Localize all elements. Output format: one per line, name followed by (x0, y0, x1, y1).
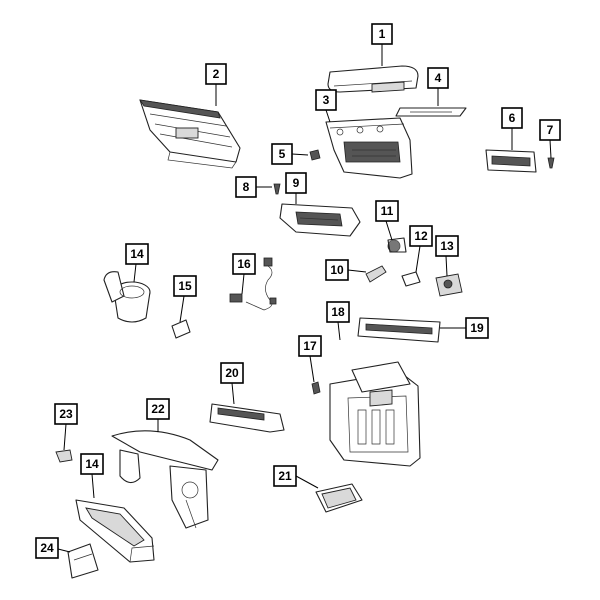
part-10-usb-port (365, 265, 387, 283)
part-17-clip (311, 381, 321, 395)
callout-14a: 14 (125, 243, 149, 265)
callout-6-label: 6 (509, 111, 516, 125)
callout-2-label: 2 (213, 67, 220, 81)
callout-8-label: 8 (243, 180, 250, 194)
callout-23-label: 23 (59, 407, 73, 421)
callout-20: 20 (220, 362, 244, 384)
callout-5-label: 5 (279, 147, 286, 161)
part-23-clip (55, 449, 73, 463)
callout-12-label: 12 (414, 229, 428, 243)
part-6-switch-bezel (485, 149, 537, 173)
callout-13: 13 (435, 235, 459, 257)
callout-23: 23 (54, 403, 78, 425)
callout-17: 17 (298, 335, 322, 357)
leader-lines (57, 44, 552, 553)
part-22-console-side (111, 430, 219, 529)
part-14-storage-tray (75, 499, 155, 563)
part-21-pad (315, 483, 363, 513)
callout-14b-label: 14 (85, 457, 99, 471)
callout-1-label: 1 (379, 27, 386, 41)
callout-22: 22 (146, 398, 170, 420)
callout-22-label: 22 (151, 402, 165, 416)
callout-15-label: 15 (178, 279, 192, 293)
callout-11: 11 (375, 200, 399, 222)
part-20-switch-panel (209, 403, 285, 433)
part-8-screw (273, 183, 281, 195)
part-16-wiring-harness (229, 257, 277, 311)
callout-21: 21 (273, 465, 297, 487)
callout-2: 2 (205, 63, 227, 85)
callout-4-label: 4 (435, 71, 442, 85)
callout-6: 6 (501, 107, 523, 129)
callout-9: 9 (285, 172, 307, 194)
callout-16-label: 16 (237, 257, 251, 271)
callout-16: 16 (232, 253, 256, 275)
callout-10: 10 (325, 259, 349, 281)
part-18-rear-console (329, 361, 421, 467)
part-24-bracket (67, 543, 99, 579)
callout-13-label: 13 (440, 239, 454, 253)
callout-10-label: 10 (330, 263, 344, 277)
callout-11-label: 11 (381, 204, 394, 218)
callout-8: 8 (235, 176, 257, 198)
part-19-rear-trim (357, 317, 441, 343)
callout-14a-label: 14 (130, 247, 144, 261)
callout-7-label: 7 (547, 123, 554, 137)
part-15-socket (171, 319, 191, 339)
callout-24-label: 24 (40, 541, 54, 555)
callout-24: 24 (35, 537, 59, 559)
callout-18: 18 (326, 301, 350, 323)
callout-19-label: 19 (470, 321, 484, 335)
callout-5: 5 (271, 143, 293, 165)
part-14-cupholder-insert (103, 271, 151, 323)
part-13-outlet-module (435, 273, 463, 297)
callout-3: 3 (315, 89, 337, 111)
part-4-trim-strip (395, 107, 467, 117)
callout-14b: 14 (80, 453, 104, 475)
part-9-shifter-bezel (279, 203, 361, 237)
callout-1: 1 (371, 23, 393, 45)
callout-19: 19 (465, 317, 489, 339)
callout-20-label: 20 (225, 366, 239, 380)
callout-15: 15 (173, 275, 197, 297)
part-12-bracket (401, 271, 421, 287)
callout-7: 7 (539, 119, 561, 141)
callout-4: 4 (427, 67, 449, 89)
callout-3-label: 3 (323, 93, 330, 107)
part-7-screw (547, 157, 555, 169)
part-11-power-outlet (387, 237, 407, 253)
part-3-console-housing (325, 117, 413, 179)
callout-17-label: 17 (303, 339, 317, 353)
callout-21-label: 21 (278, 469, 292, 483)
callout-18-label: 18 (331, 305, 345, 319)
part-1-armrest-lid (327, 65, 419, 93)
part-2-bin (139, 99, 241, 169)
part-5-clip (309, 149, 321, 161)
callout-12: 12 (409, 225, 433, 247)
callout-9-label: 9 (293, 176, 300, 190)
